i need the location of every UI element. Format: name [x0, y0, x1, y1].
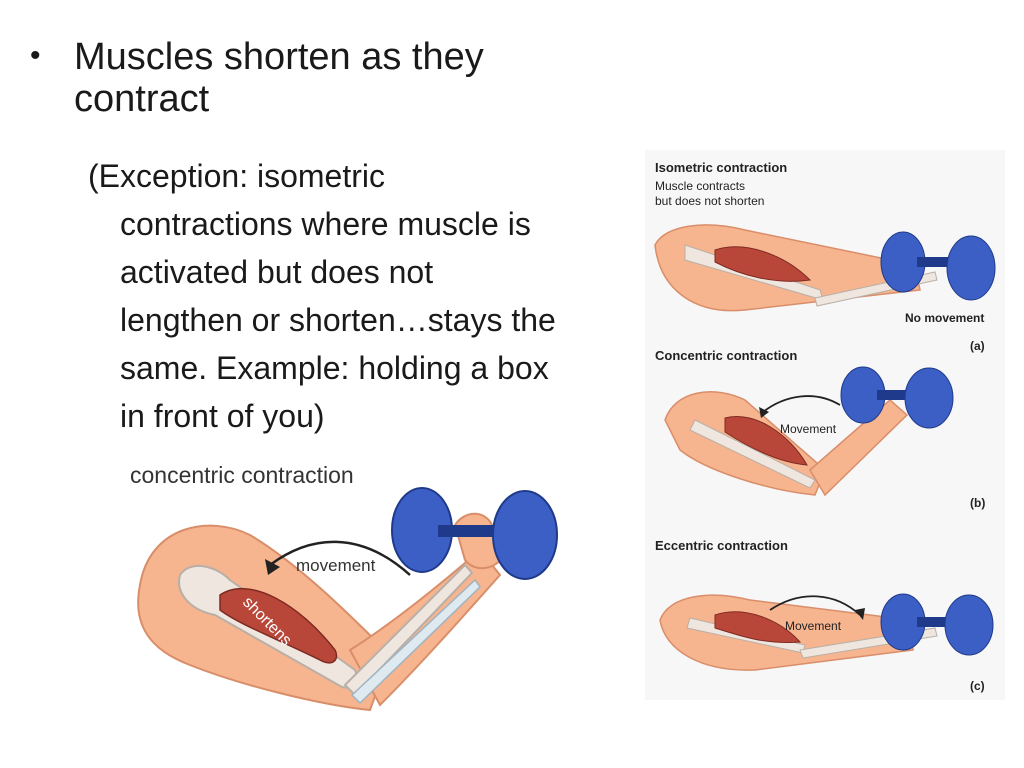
- panel-c-title: Eccentric contraction: [655, 538, 788, 553]
- panel-a-dumbbell-bar: [917, 257, 959, 267]
- panel-b-tag: (b): [970, 496, 985, 510]
- arrow-head: [265, 559, 280, 575]
- panel-c-dumbbell-right: [944, 594, 994, 656]
- left-figure-title: concentric contraction: [130, 462, 354, 488]
- panel-b-dumbbell-bar: [877, 390, 917, 400]
- panel-b-arrow: [762, 395, 841, 413]
- bullet-point: • Muscles shorten as they contract: [30, 36, 630, 120]
- biceps-muscle: [219, 587, 338, 664]
- contraction-types-figure: Isometric contraction Muscle contracts b…: [645, 150, 1005, 700]
- bullet-dot: •: [30, 39, 41, 72]
- movement-label: movement: [296, 556, 376, 575]
- panel-b-dumbbell-right: [904, 367, 954, 429]
- sub-line: contractions where muscle is: [120, 206, 531, 242]
- panel-a-sub2: but does not shorten: [655, 194, 764, 208]
- sub-paragraph: (Exception: isometric contractions where…: [88, 152, 628, 440]
- panel-b-note: Movement: [780, 422, 837, 436]
- panel-a-tag: (a): [970, 339, 985, 353]
- sub-line: lengthen or shorten…stays the: [120, 302, 556, 338]
- panel-b-title: Concentric contraction: [655, 348, 797, 363]
- panel-a-note: No movement: [905, 311, 984, 325]
- panel-c-arrow-head: [855, 608, 865, 620]
- sub-line: same. Example: holding a box: [120, 350, 549, 386]
- panel-isometric: Isometric contraction Muscle contracts b…: [654, 160, 996, 353]
- panel-b-bone: [689, 419, 816, 489]
- concentric-contraction-figure: concentric contraction shortens movement: [130, 462, 558, 712]
- sub-line: (Exception: isometric: [88, 158, 385, 194]
- sub-line: activated but does not: [120, 254, 434, 290]
- panel-a-sub1: Muscle contracts: [655, 179, 745, 193]
- panel-c-dumbbell-bar: [917, 617, 957, 627]
- panel-c-arrow: [769, 595, 861, 616]
- panel-c-muscle: [714, 611, 802, 644]
- sub-line: in front of you): [120, 398, 325, 434]
- panel-b-arrow-head: [759, 407, 769, 418]
- bullet-text: Muscles shorten as they contract: [74, 36, 484, 120]
- movement-arrow: [269, 540, 411, 576]
- panel-a-title: Isometric contraction: [655, 160, 787, 175]
- forearm-bone-2: [350, 578, 481, 705]
- panel-b-muscle: [724, 416, 808, 466]
- dumbbell-bar: [438, 525, 508, 537]
- dumbbell-weight-right: [492, 490, 558, 580]
- panel-a-dumbbell-right: [946, 235, 996, 301]
- panel-c-note: Movement: [785, 619, 842, 633]
- panel-c-tag: (c): [970, 679, 985, 693]
- panel-concentric: Concentric contraction Movement (b): [655, 348, 985, 510]
- panel-a-muscle: [714, 246, 812, 282]
- panel-eccentric: Eccentric contraction Movement (c): [655, 538, 994, 693]
- forearm-bone: [343, 563, 474, 697]
